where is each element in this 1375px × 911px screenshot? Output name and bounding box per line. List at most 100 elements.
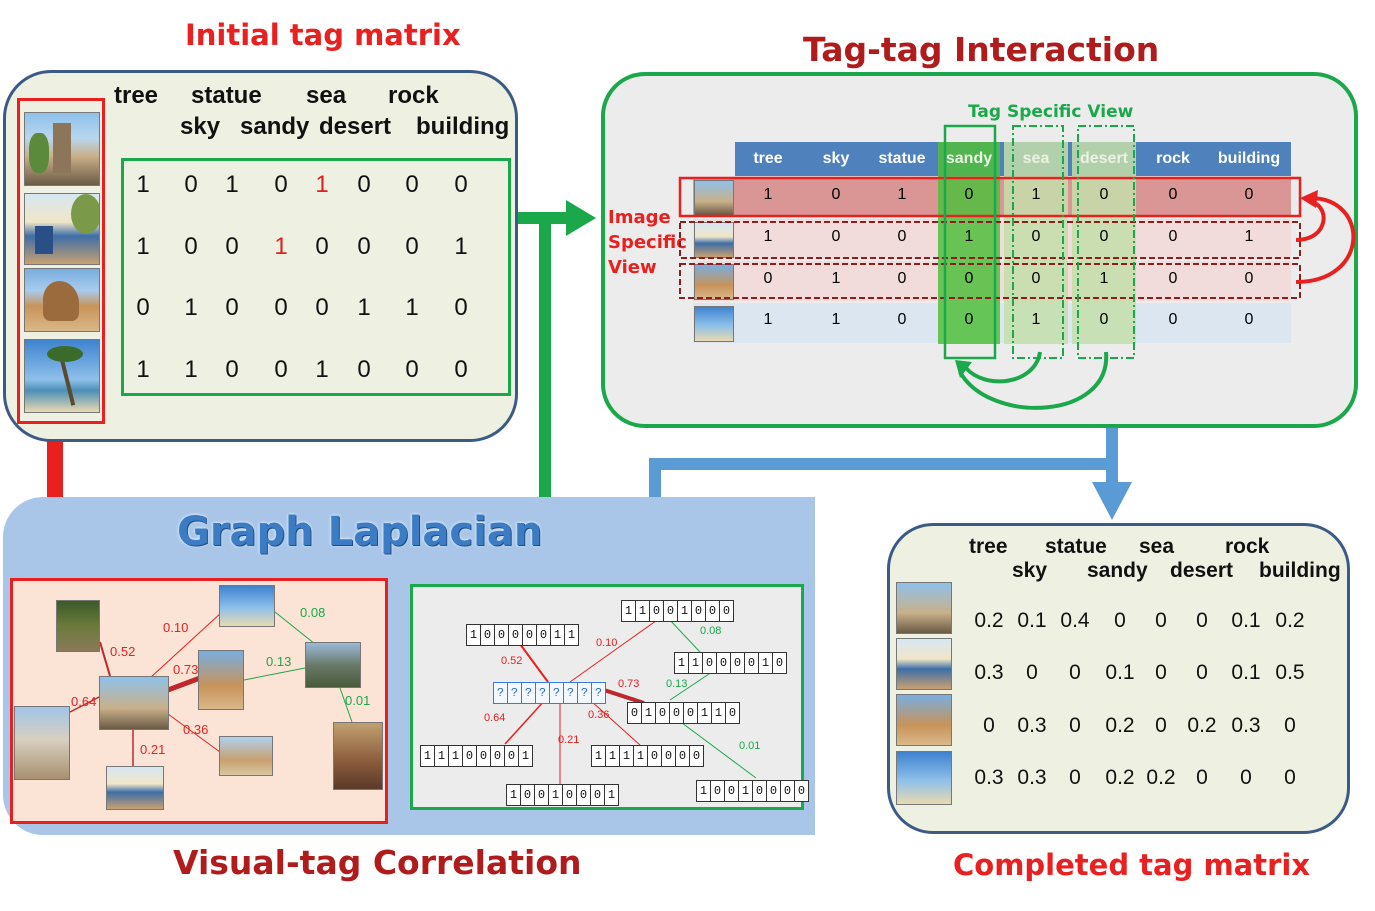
completed-cell: 0.3 [1017, 766, 1047, 789]
interaction-cell: 0 [831, 228, 841, 245]
query-vector: ???????? [493, 682, 606, 704]
red-curved-arrow [1295, 196, 1356, 284]
vector-bit: 0 [705, 600, 720, 622]
completed-cell: 0.2 [1275, 609, 1305, 632]
interaction-image-palm-thumbnail [694, 306, 734, 342]
query-bit: ? [549, 682, 564, 704]
completed-image-rock-thumbnail [896, 694, 952, 746]
edge-weight-label: 0.10 [163, 620, 189, 635]
vector-bit: 1 [605, 745, 620, 767]
tag-header-sea: sea [306, 82, 347, 109]
query-bit: ? [591, 682, 606, 704]
matrix-cell: 0 [405, 233, 419, 260]
image-statue-thumbnail [24, 112, 100, 186]
matrix-cell: 0 [184, 171, 198, 198]
completed-cell: 0.2 [1105, 766, 1135, 789]
vector-bit: 0 [744, 652, 759, 674]
vector-bit: 0 [522, 624, 537, 646]
vector-bit: 1 [448, 745, 463, 767]
graph-dog-thumbnail [333, 722, 383, 790]
completed-cell: 0.2 [1146, 766, 1176, 789]
tag-header-sandy: sandy [240, 113, 310, 140]
vector-bit: 0 [689, 745, 704, 767]
vector-bit: 0 [536, 624, 551, 646]
interaction-cell: 0 [1244, 311, 1254, 328]
vector-bit: 0 [480, 624, 495, 646]
edge-weight-label: 0.73 [173, 662, 199, 677]
image-palm-thumbnail [24, 339, 100, 413]
vector-bit: 0 [710, 780, 725, 802]
interaction-cell: 0 [964, 311, 974, 328]
vector-bit: 0 [772, 652, 787, 674]
completed-image-palm-thumbnail [896, 751, 952, 805]
matrix-cell: 0 [274, 356, 288, 383]
interaction-title: Tag-tag Interaction [803, 30, 1160, 69]
vector-bit: 0 [661, 745, 676, 767]
vector-bit: 1 [697, 702, 712, 724]
vector-weight-label: 0.36 [588, 709, 610, 721]
vector-bit: 0 [683, 702, 698, 724]
vector-bit: 1 [688, 652, 703, 674]
matrix-cell: 1 [136, 233, 150, 260]
interaction-cell: 1 [964, 228, 974, 245]
vector-bit: 0 [508, 624, 523, 646]
matrix-cell: 0 [357, 233, 371, 260]
matrix-cell: 1 [315, 171, 329, 198]
vector-bit: 0 [719, 600, 734, 622]
completed-cell: 0 [1196, 609, 1208, 632]
vector-bit: 0 [520, 784, 535, 806]
image-specific-view-line: Specific [608, 232, 687, 253]
vector-bit: 0 [534, 784, 549, 806]
completed-image-statue-thumbnail [896, 582, 952, 634]
completed-cell: 0 [1069, 766, 1081, 789]
matrix-cell: 0 [405, 356, 419, 383]
interaction-header-desert: desert [1079, 150, 1129, 167]
interaction-cell: 0 [1168, 228, 1178, 245]
completed-header-building: building [1259, 559, 1341, 582]
vector-bit: 1 [591, 745, 606, 767]
vector-bit: 0 [649, 600, 664, 622]
vector-bit: 1 [738, 780, 753, 802]
vector-bit: 1 [466, 624, 481, 646]
interaction-cell: 0 [1099, 186, 1109, 203]
matrix-cell: 1 [315, 356, 329, 383]
completed-cell: 0.2 [1187, 714, 1217, 737]
interaction-header-rock: rock [1156, 150, 1190, 167]
interaction-cell: 0 [1244, 270, 1254, 287]
completed-cell: 0.5 [1275, 661, 1305, 684]
completed-header-sandy: sandy [1087, 559, 1148, 582]
matrix-cell: 0 [454, 356, 468, 383]
interaction-cell: 0 [1031, 270, 1041, 287]
completed-cell: 0 [1155, 714, 1167, 737]
completed-cell: 0.3 [974, 661, 1004, 684]
query-bit: ? [535, 682, 550, 704]
completed-image-building-thumbnail [896, 638, 952, 690]
interaction-cell: 1 [763, 311, 773, 328]
vector-weight-label: 0.52 [501, 655, 523, 667]
initial-matrix-title: Initial tag matrix [185, 18, 461, 52]
vector-bit: 0 [576, 784, 591, 806]
interaction-cell: 0 [831, 186, 841, 203]
interaction-cell: 0 [1099, 311, 1109, 328]
vector-bit: 0 [663, 600, 678, 622]
interaction-cell: 1 [831, 311, 841, 328]
matrix-cell: 0 [136, 294, 150, 321]
sea-column-highlight [1004, 142, 1068, 344]
vector-bit: 0 [780, 780, 795, 802]
graph-palm-thumbnail [219, 585, 275, 627]
query-bit: ? [507, 682, 522, 704]
column-frame-solid [943, 124, 997, 360]
matrix-cell: 0 [357, 356, 371, 383]
vector-bit: 0 [716, 652, 731, 674]
interaction-image-rock-thumbnail [694, 264, 734, 300]
graph-building-thumbnail [106, 766, 164, 810]
completed-cell: 0 [1196, 766, 1208, 789]
completed-header-desert: desert [1170, 559, 1234, 582]
vector-bit: 0 [490, 745, 505, 767]
completed-header-sea: sea [1139, 535, 1175, 558]
matrix-cell: 0 [225, 233, 239, 260]
completed-header-statue: statue [1045, 535, 1107, 558]
interaction-cell: 0 [1168, 186, 1178, 203]
